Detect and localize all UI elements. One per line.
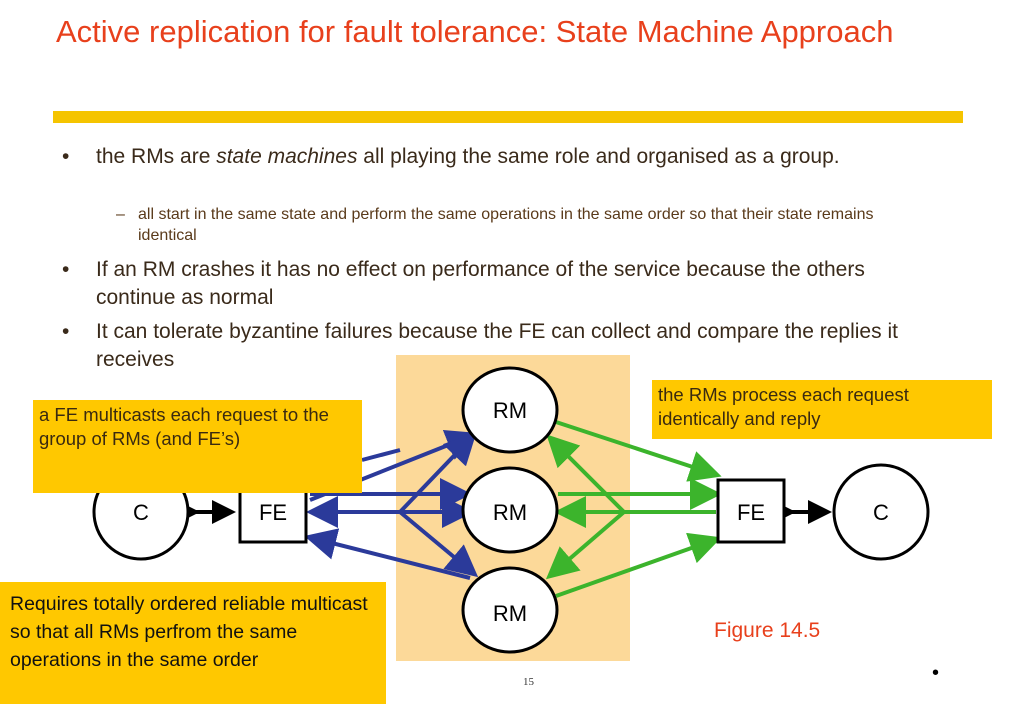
- rm-top-node: RM: [461, 366, 559, 454]
- rm-bottom-label: RM: [493, 601, 527, 626]
- fe-left-label: FE: [259, 500, 287, 525]
- reply-arrow-to-rm-top: [546, 434, 626, 514]
- bullet-text: If an RM crashes it has no effect on per…: [96, 258, 865, 309]
- client-right-node: C: [832, 463, 930, 561]
- title-underline-bar: [53, 111, 963, 123]
- figure-label: Figure 14.5: [714, 619, 821, 642]
- fe-right-label: FE: [737, 500, 765, 525]
- request-arrow-to-rm-top-2: [398, 432, 477, 514]
- bullet-marker: •: [62, 145, 70, 168]
- sub-bullet-text: all start in the same state and perform …: [138, 206, 874, 244]
- reply-arrow-to-rm-bottom: [545, 510, 626, 580]
- rm-middle-node: RM: [461, 466, 559, 554]
- reply-arrows: [545, 420, 722, 598]
- client-left-label: C: [133, 500, 149, 525]
- callout-ordered-multicast: Requires totally ordered reliable multic…: [0, 582, 386, 704]
- rm-bottom-node: RM: [461, 566, 559, 654]
- fe-right-node: FE: [716, 478, 786, 544]
- bullet-text: the RMs are state machines all playing t…: [96, 143, 946, 171]
- page-number: 15: [523, 676, 534, 688]
- bullet-text-part: all playing the same role and organised …: [357, 145, 840, 168]
- bullet-text-part: the RMs are: [96, 145, 217, 168]
- reply-arrow-rm-top-to-fe: [555, 420, 722, 482]
- stray-bullet: •: [932, 662, 940, 684]
- bullet-marker: •: [62, 320, 70, 343]
- slide-title: Active replication for fault tolerance: …: [56, 14, 894, 49]
- request-arrow-to-rm-bottom: [398, 510, 479, 578]
- request-arrow-rm-bottom-back: [304, 528, 471, 580]
- client-right-label: C: [873, 500, 889, 525]
- sub-bullet-marker: –: [116, 206, 125, 223]
- callout-fe-multicast: a FE multicasts each request to the grou…: [33, 400, 362, 493]
- bullet-emphasis: state machines: [216, 145, 358, 168]
- bullet-marker: •: [62, 258, 70, 281]
- callout-rm-process: the RMs process each request identically…: [652, 380, 992, 439]
- reply-arrow-rm-bottom-to-fe: [555, 532, 722, 598]
- rm-middle-label: RM: [493, 500, 527, 525]
- rm-top-label: RM: [493, 398, 527, 423]
- request-arrow-from-callout: [361, 448, 401, 462]
- bullet-text: It can tolerate byzantine failures becau…: [96, 320, 898, 371]
